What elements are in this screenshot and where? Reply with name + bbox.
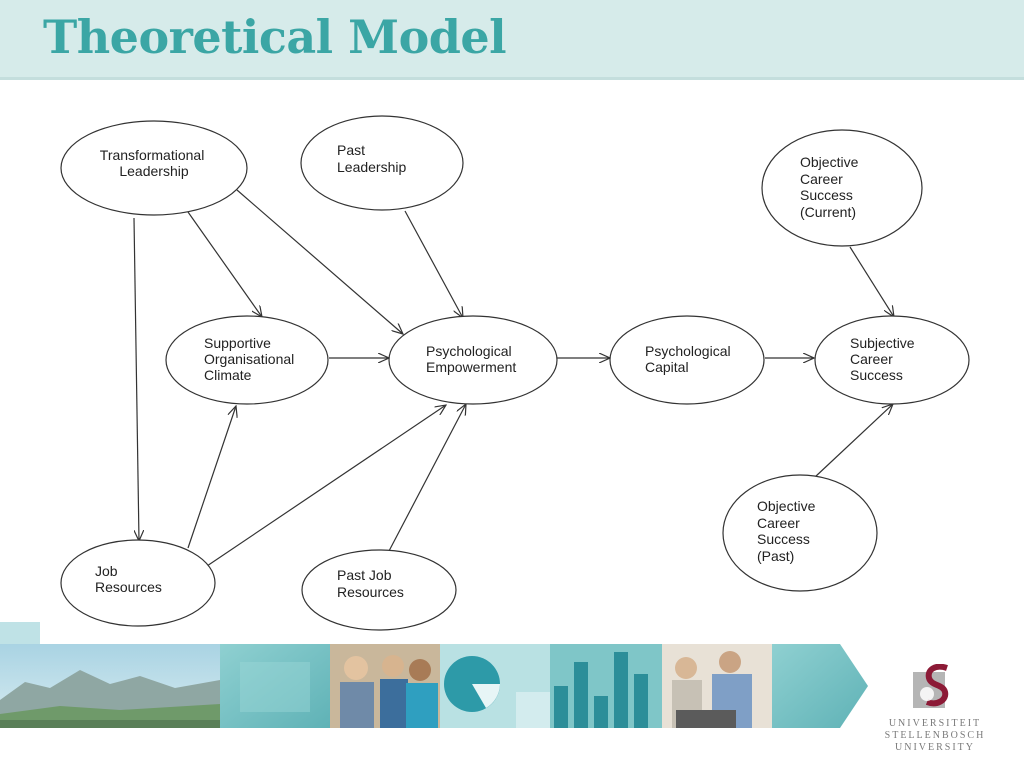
university-name: UNIVERSITEIT STELLENBOSCH UNIVERSITY [880,718,990,754]
teal-texture-panel [220,644,330,728]
photo-banner [0,622,868,728]
title-bar: Theoretical Model [0,0,1024,80]
label-objective-career-success-past: Objective Career Success (Past) [757,498,819,564]
edge-transformational-leadership-to-psychological-empowerment [236,189,403,334]
label-subjective-career-success: Subjective Career Success [850,335,918,383]
theoretical-model-diagram: Transformational Leadership Past Leaders… [60,115,970,631]
node-psychological-capital [609,315,765,405]
pie-chart-graphic [440,644,550,728]
nodes [60,115,970,631]
bar-chart-graphic [550,644,662,728]
office-photo [662,644,772,728]
edge-job-resources-to-supportive-organisational-climate [187,406,236,549]
banner-arrow-tip [772,644,868,728]
edge-transformational-leadership-to-job-resources [133,217,139,541]
label-supportive-organisational-climate: Supportive Organisational Climate [204,335,298,383]
label-past-job-resources: Past Job Resources [337,567,404,600]
node-psychological-empowerment [388,315,558,405]
edge-past-leadership-to-psychological-empowerment [404,210,463,318]
node-labels: Transformational Leadership Past Leaders… [95,142,918,600]
edge-objective-career-success-past-to-subjective-career-success [814,404,893,478]
university-crest-icon [913,664,949,708]
edge-job-resources-to-psychological-empowerment [206,405,446,567]
label-transformational-leadership: Transformational Leadership [100,147,208,179]
node-past-job-resources [301,549,457,631]
label-job-resources: Job Resources [95,563,162,595]
label-psychological-capital: Psychological Capital [645,343,735,375]
edge-objective-career-success-current-to-subjective-career-success [849,246,894,317]
node-past-leadership [300,115,464,211]
edges [133,189,894,567]
node-subjective-career-success [814,315,970,405]
university-name-line-2: STELLENBOSCH [884,730,986,741]
university-name-line-3: UNIVERSITY [895,742,975,753]
edge-past-job-resources-to-psychological-empowerment [388,404,466,552]
students-photo [330,644,440,728]
label-objective-career-success-current: Objective Career Success (Current) [800,154,862,220]
label-past-leadership: Past Leadership [337,142,406,175]
node-supportive-organisational-climate [165,315,329,405]
banner-notch [0,622,40,644]
edge-transformational-leadership-to-supportive-organisational-climate [187,211,262,317]
node-transformational-leadership [60,120,248,216]
node-objective-career-success-past [722,474,878,592]
node-objective-career-success-current [761,129,923,247]
landscape-image [0,644,220,728]
university-name-line-1: UNIVERSITEIT [888,718,982,729]
slide-title: Theoretical Model [43,10,507,64]
node-job-resources [60,539,216,627]
label-psychological-empowerment: Psychological Empowerment [426,343,516,375]
university-logo: UNIVERSITEIT STELLENBOSCH UNIVERSITY [880,658,990,758]
